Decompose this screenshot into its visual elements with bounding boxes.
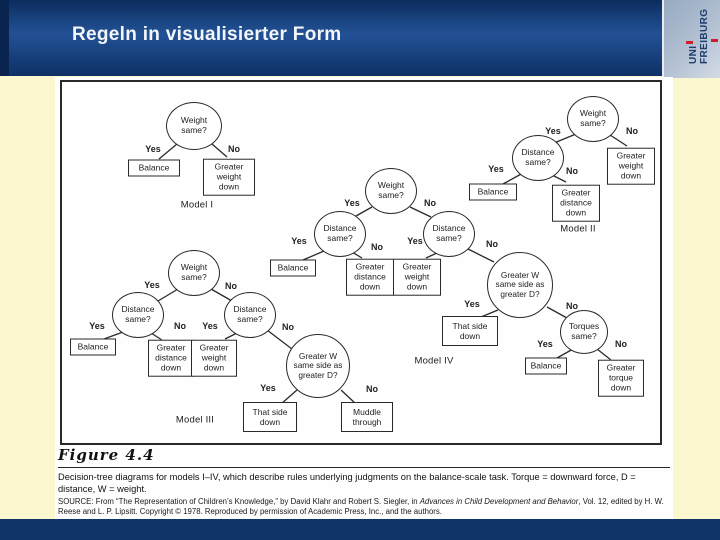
model3-no2-label: No — [174, 321, 186, 331]
model2-distance-same-circle: Distance same? — [512, 135, 564, 181]
model4-no3-label: No — [486, 239, 498, 249]
model3-greater-weight-down-box: Greater weight down — [191, 339, 237, 377]
logo-red-dash-right — [711, 39, 718, 42]
model4-balance-box: Balance — [270, 259, 316, 277]
caption-rule — [58, 467, 670, 468]
model4-yes2-label: Yes — [291, 236, 307, 246]
model4-greater-weight-down-box: Greater weight down — [393, 258, 441, 296]
model4-weight-same-circle: Weight same? — [365, 168, 417, 214]
model3-distance-same-left-circle: Distance same? — [112, 292, 164, 338]
model2-weight-same-circle: Weight same? — [567, 96, 619, 142]
model3-balance-box: Balance — [70, 338, 116, 356]
model4-that-side-down-box: That side down — [442, 316, 498, 346]
model3-greater-distance-down-box: Greater distance down — [148, 339, 194, 377]
model3-muddle-through-box: Muddle through — [341, 402, 393, 432]
model1-no-label: No — [228, 144, 240, 154]
model3-yes-label: Yes — [144, 280, 160, 290]
page-title: Regeln in visualisierter Form — [72, 24, 342, 45]
model3-no3-label: No — [282, 322, 294, 332]
model4-greater-w-same-side-circle: Greater W same side as greater D? — [487, 252, 553, 318]
logo-red-dash-left — [686, 41, 693, 44]
uni-freiburg-logo: UNI FREIBURG — [688, 8, 712, 64]
header-bar: Regeln in visualisierter Form — [0, 0, 662, 76]
model1-greater-weight-down-box: Greater weight down — [203, 158, 255, 196]
figure-frame — [60, 80, 662, 445]
model4-greater-torque-down-box: Greater torque down — [598, 359, 644, 397]
caption-source: SOURCE: From “The Representation of Chil… — [58, 497, 669, 517]
model2-yes-label: Yes — [545, 126, 561, 136]
caption-text: Decision-tree diagrams for models I–IV, … — [58, 472, 636, 494]
figure-scan: Weight same? Yes No Balance Greater weig… — [55, 77, 673, 519]
caption-source-suffix: , Vol. 12, edited by H. W. Reese and L. … — [58, 497, 664, 517]
model4-torques-same-circle: Torques same? — [560, 310, 608, 354]
model2-greater-weight-down-box: Greater weight down — [607, 147, 655, 185]
model4-no-label: No — [424, 198, 436, 208]
model4-yes-label: Yes — [344, 198, 360, 208]
logo-line-freiburg: FREIBURG — [699, 8, 710, 64]
model4-greater-distance-down-box: Greater distance down — [346, 258, 394, 296]
model4-no4-label: No — [566, 301, 578, 311]
model2-no-label: No — [626, 126, 638, 136]
model1-label: Model I — [180, 199, 214, 211]
model4-distance-same-left-circle: Distance same? — [314, 211, 366, 257]
caption-figure-label: Figure 4.4 — [58, 446, 155, 464]
model4-yes3-label: Yes — [407, 236, 423, 246]
model3-yes3-label: Yes — [202, 321, 218, 331]
model4-label: Model IV — [414, 355, 454, 367]
model3-no-label: No — [225, 281, 237, 291]
header-left-accent — [0, 0, 9, 76]
bottom-bar — [0, 519, 720, 540]
model3-label: Model III — [175, 414, 215, 426]
model3-weight-same-circle: Weight same? — [168, 250, 220, 296]
model3-greater-w-same-side-circle: Greater W same side as greater D? — [286, 334, 350, 398]
model2-yes2-label: Yes — [488, 164, 504, 174]
model3-yes4-label: Yes — [260, 383, 276, 393]
model4-no5-label: No — [615, 339, 627, 349]
model4-balance2-box: Balance — [525, 357, 567, 375]
model2-balance-box: Balance — [469, 183, 517, 201]
model4-yes5-label: Yes — [537, 339, 553, 349]
model1-weight-same-circle: Weight same? — [166, 102, 222, 150]
model2-greater-distance-down-box: Greater distance down — [552, 184, 600, 222]
uni-freiburg-logo-panel — [662, 0, 720, 78]
caption-source-prefix: SOURCE: From “The Representation of Chil… — [58, 497, 420, 506]
model3-yes2-label: Yes — [89, 321, 105, 331]
model1-balance-box: Balance — [128, 159, 180, 177]
model1-yes-label: Yes — [145, 144, 161, 154]
logo-line-uni: UNI — [688, 45, 699, 64]
caption-source-italic: Advances in Child Development and Behavi… — [419, 497, 579, 506]
model2-label: Model II — [560, 223, 596, 235]
model4-no2-label: No — [371, 242, 383, 252]
model3-that-side-down-box: That side down — [243, 402, 297, 432]
model3-no4-label: No — [366, 384, 378, 394]
model4-distance-same-right-circle: Distance same? — [423, 211, 475, 257]
model3-distance-same-right-circle: Distance same? — [224, 292, 276, 338]
model4-yes4-label: Yes — [464, 299, 480, 309]
model2-no2-label: No — [566, 166, 578, 176]
